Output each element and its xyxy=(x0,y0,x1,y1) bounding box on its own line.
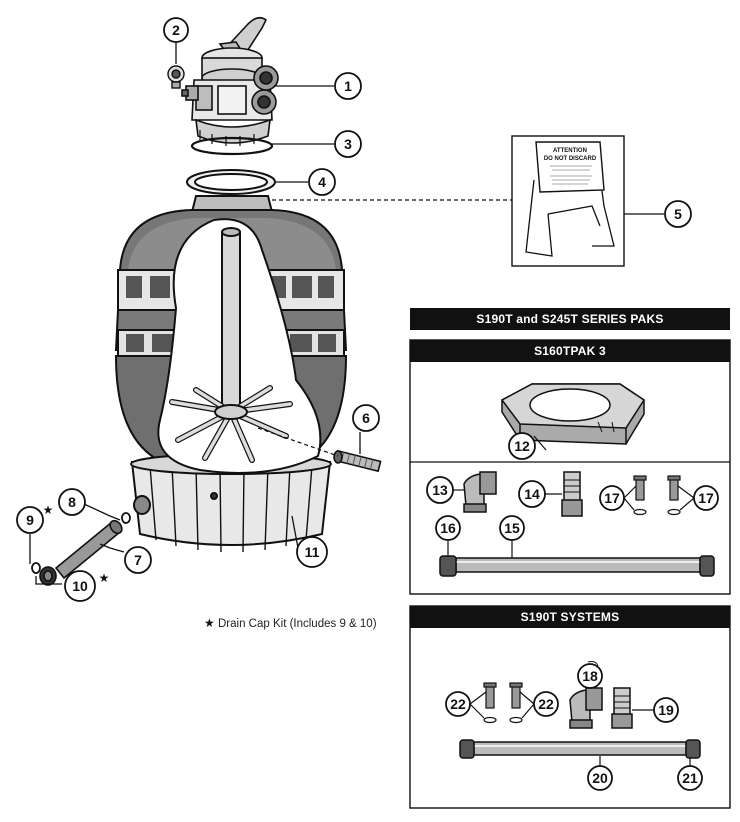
callout-20: 20 xyxy=(587,765,613,791)
callout-13: 13 xyxy=(426,476,454,504)
callout-17a: 17 xyxy=(599,485,625,511)
attention-sign-box: ATTENTION DO NOT DISCARD xyxy=(511,135,625,267)
screws-22 xyxy=(469,682,535,724)
callout-2: 2 xyxy=(163,17,189,43)
star-10: ★ xyxy=(99,571,110,585)
svg-text:22: 22 xyxy=(538,696,554,712)
callout-22a: 22 xyxy=(445,691,471,717)
s160tpak-panel: S160TPAK 3 12 13 xyxy=(409,339,731,595)
callout-14: 14 xyxy=(518,480,546,508)
callout-8: 8 xyxy=(58,488,86,516)
series-paks-header: S190T and S245T SERIES PAKS xyxy=(410,308,730,330)
bulkhead-pipe xyxy=(439,555,715,577)
adapter-fitting xyxy=(561,471,583,517)
callout-19: 19 xyxy=(653,697,679,723)
sign-line-1: ATTENTION xyxy=(553,148,587,154)
svg-text:S190T and S245T SERIES PAKS: S190T and S245T SERIES PAKS xyxy=(476,312,663,326)
svg-text:3: 3 xyxy=(344,136,352,152)
svg-text:Drain Cap Kit (Includes 9 & 10: Drain Cap Kit (Includes 9 & 10) xyxy=(218,618,377,630)
svg-text:8: 8 xyxy=(68,494,76,510)
base-plate xyxy=(500,383,646,445)
svg-text:11: 11 xyxy=(305,544,320,560)
callout-10: 10 xyxy=(64,570,96,602)
callout-6: 6 xyxy=(352,404,380,432)
svg-text:14: 14 xyxy=(524,486,540,502)
sign-line-2: DO NOT DISCARD xyxy=(544,156,597,162)
filter-tank xyxy=(114,195,348,553)
leader-lines xyxy=(29,42,664,585)
lateral-leader xyxy=(257,427,339,457)
svg-text:19: 19 xyxy=(658,702,674,718)
svg-text:S190T SYSTEMS: S190T SYSTEMS xyxy=(521,610,620,624)
svg-text:17: 17 xyxy=(604,490,620,506)
svg-text:6: 6 xyxy=(362,410,370,426)
callout-22b: 22 xyxy=(533,691,559,717)
callout-1: 1 xyxy=(334,72,362,100)
pressure-gauge xyxy=(167,65,185,89)
svg-text:7: 7 xyxy=(134,552,142,568)
elbow-fitting-18 xyxy=(569,687,603,729)
tank-collar xyxy=(186,169,276,195)
callout-7: 7 xyxy=(124,546,152,574)
svg-text:S160TPAK 3: S160TPAK 3 xyxy=(534,344,606,358)
callout-4: 4 xyxy=(308,168,336,196)
screws-17 xyxy=(623,475,695,516)
drain-cap-note: ★ Drain Cap Kit (Includes 9 & 10) xyxy=(204,616,377,630)
s190t-systems-panel: S190T SYSTEMS 22 22 18 xyxy=(409,605,731,809)
adapter-fitting-19 xyxy=(611,687,633,729)
svg-text:9: 9 xyxy=(26,512,34,528)
svg-text:15: 15 xyxy=(504,520,520,536)
svg-text:2: 2 xyxy=(172,22,180,38)
svg-text:12: 12 xyxy=(514,438,530,454)
svg-text:16: 16 xyxy=(440,520,456,536)
lateral-spare xyxy=(333,449,382,473)
elbow-fitting xyxy=(463,471,497,513)
svg-text:★: ★ xyxy=(204,616,215,630)
callout-12: 12 xyxy=(508,432,536,460)
callout-16: 16 xyxy=(435,515,461,541)
svg-text:4: 4 xyxy=(318,174,326,190)
callout-15: 15 xyxy=(499,515,525,541)
svg-text:17: 17 xyxy=(698,490,714,506)
callout-9: 9 xyxy=(16,506,44,534)
svg-text:1: 1 xyxy=(344,78,352,94)
svg-text:21: 21 xyxy=(682,770,698,786)
callout-17b: 17 xyxy=(693,485,719,511)
valve-o-ring xyxy=(190,136,274,156)
svg-text:13: 13 xyxy=(432,482,448,498)
drain-assembly xyxy=(31,512,131,586)
star-9: ★ xyxy=(43,503,54,517)
callout-3: 3 xyxy=(334,130,362,158)
svg-text:18: 18 xyxy=(582,668,598,684)
callout-11: 11 xyxy=(296,536,328,568)
bulkhead-pipe-20 xyxy=(459,739,701,759)
svg-text:10: 10 xyxy=(72,578,88,594)
multiport-valve xyxy=(181,16,279,146)
callout-18: 18 xyxy=(577,663,603,689)
svg-text:22: 22 xyxy=(450,696,466,712)
callout-21: 21 xyxy=(677,765,703,791)
svg-text:5: 5 xyxy=(674,206,682,222)
svg-text:20: 20 xyxy=(592,770,608,786)
callout-5: 5 xyxy=(664,200,692,228)
